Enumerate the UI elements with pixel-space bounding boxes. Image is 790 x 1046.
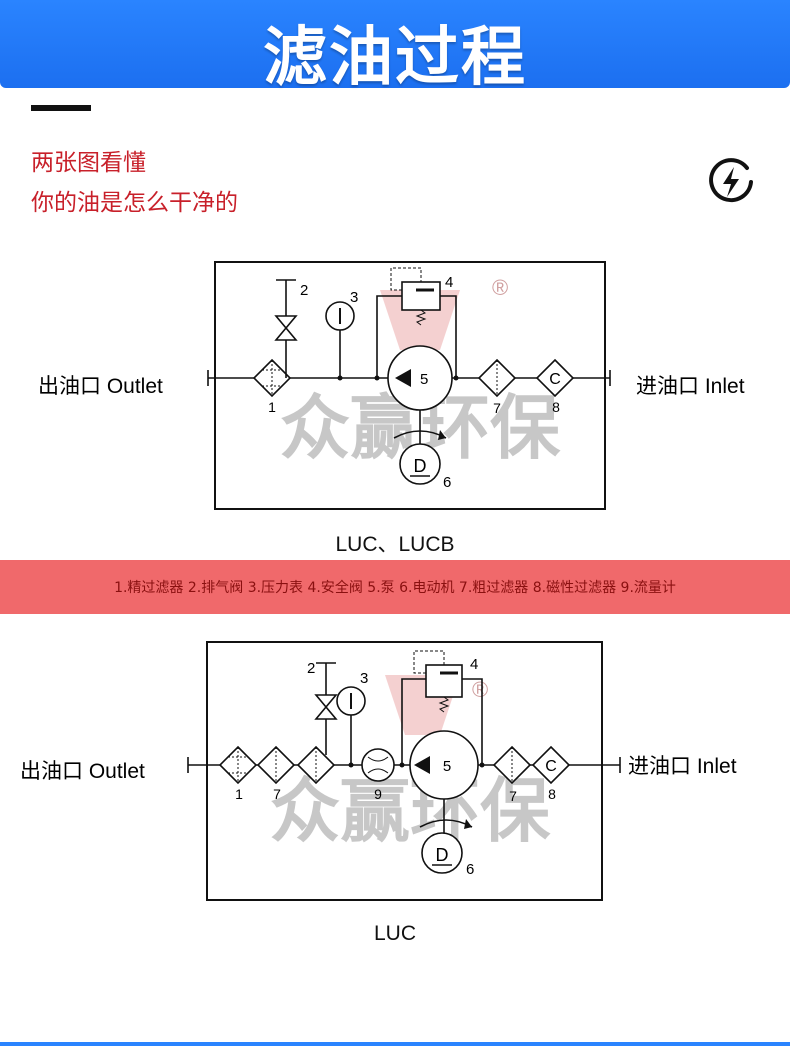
inlet-label: 进油口 Inlet: [628, 755, 737, 778]
label-1: 1: [268, 399, 276, 415]
outlet-label: 出油口 Outlet: [20, 760, 145, 783]
label-5: 5: [443, 758, 451, 775]
motor-icon: [419, 799, 473, 874]
label-8: 8: [548, 786, 556, 802]
diagram-frame: [214, 261, 606, 510]
intro-line-2: 你的油是怎么干净的: [31, 190, 238, 216]
label-2: 2: [307, 660, 315, 677]
label-6: 6: [443, 474, 451, 491]
pressure-gauge-icon: [336, 686, 366, 768]
coarse-filter-icon: [477, 358, 517, 398]
watermark-text: 众赢环保: [270, 772, 551, 850]
legend-text: 1.精过滤器 2.排气阀 3.压力表 4.安全阀 5.泵 6.电动机 7.粗过滤…: [114, 580, 676, 596]
pressure-gauge-icon: [325, 301, 355, 381]
motor-letter: D: [414, 456, 427, 476]
coarse-filter-icon: [492, 745, 532, 785]
registered-mark: ®: [492, 275, 508, 300]
label-4: 4: [445, 274, 453, 291]
pump-icon: [399, 730, 485, 800]
label-7a: 7: [273, 786, 281, 802]
diagram-2-caption: LUC: [373, 922, 416, 945]
diagram-1-caption: LUC、LUCB: [335, 533, 455, 556]
legend-band: 1.精过滤器 2.排气阀 3.压力表 4.安全阀 5.泵 6.电动机 7.粗过滤…: [0, 560, 790, 614]
label-5: 5: [420, 371, 428, 388]
footer-line: [0, 1042, 790, 1046]
diagram-2: 众赢环保 ® 1 7 2 3 9: [20, 641, 737, 901]
inlet-label: 进油口 Inlet: [636, 375, 745, 398]
label-3: 3: [350, 289, 358, 306]
label-7b: 7: [509, 788, 517, 804]
registered-mark: ®: [472, 677, 488, 702]
intro-line-1: 两张图看懂: [31, 150, 146, 176]
motor-icon: [393, 410, 447, 485]
vent-valve-icon: [314, 662, 338, 755]
label-8: 8: [552, 399, 560, 415]
label-4: 4: [470, 656, 478, 673]
relief-valve-icon: [401, 650, 483, 765]
intro-text: 两张图看懂 你的油是怎么干净的: [31, 143, 238, 223]
coarse-filter-icon: [296, 745, 336, 785]
accent-divider: [31, 105, 91, 111]
diagram-frame: [206, 641, 603, 901]
flowmeter-icon: [361, 748, 395, 782]
motor-letter: D: [436, 845, 449, 865]
magnet-letter: C: [545, 758, 557, 775]
relief-valve-icon: [376, 267, 457, 378]
label-6: 6: [466, 861, 474, 878]
coarse-filter-icon: [256, 745, 296, 785]
fine-filter-icon: [218, 745, 258, 785]
lightning-bolt-icon: [709, 158, 753, 203]
label-9: 9: [374, 786, 382, 802]
magnetic-filter-icon: [535, 358, 575, 398]
page-title: 滤油过程: [263, 21, 527, 95]
diagram-1: 众赢环保 ® 1 2 3 5: [38, 261, 745, 510]
vent-valve-icon: [274, 279, 298, 378]
label-7: 7: [493, 400, 501, 416]
header-banner: 滤油过程: [0, 0, 790, 95]
label-2: 2: [300, 282, 308, 299]
magnet-letter: C: [549, 371, 561, 388]
label-1: 1: [235, 786, 243, 802]
fine-filter-icon: [252, 358, 292, 398]
magnetic-filter-icon: [531, 745, 571, 785]
label-3: 3: [360, 670, 368, 687]
outlet-label: 出油口 Outlet: [38, 375, 163, 398]
watermark: 众赢环保 ®: [270, 675, 551, 850]
